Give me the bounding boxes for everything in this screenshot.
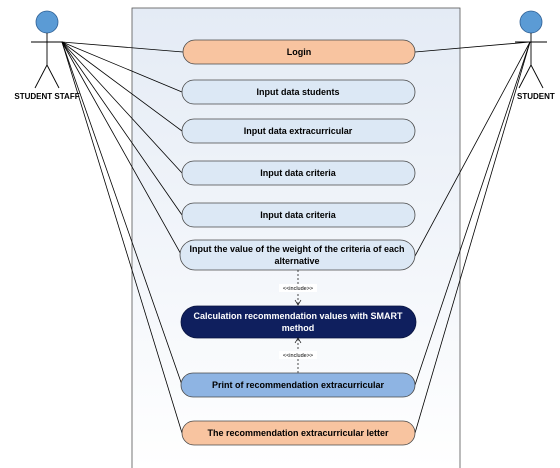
usecase-login-label: Login: [287, 47, 312, 57]
usecase-calculation-smart-label-line2: method: [282, 323, 315, 333]
usecase-input-criteria-1-label: Input data criteria: [260, 168, 337, 178]
left-actor-associations: [61, 41, 184, 434]
usecase-input-students-label: Input data students: [257, 87, 340, 97]
actor-head-icon: [519, 10, 543, 34]
assoc-student-print: [414, 41, 531, 386]
usecase-calculation-smart-label-line1: Calculation recommendation values with S…: [193, 311, 403, 321]
assoc-staff-input-extracurricular: [61, 41, 183, 132]
usecase-input-criteria-1[interactable]: Input data criteria: [181, 160, 416, 186]
assoc-student-login: [414, 41, 531, 53]
actor-student: STUDENT: [515, 10, 555, 101]
usecase-input-weight[interactable]: Input the value of the weight of the cri…: [179, 239, 416, 271]
include-relation-upper: <<include>>: [279, 270, 317, 306]
assoc-staff-weight: [61, 41, 183, 257]
assoc-staff-input-criteria-1: [61, 41, 183, 174]
assoc-staff-print: [61, 41, 183, 386]
assoc-student-weight: [414, 41, 531, 257]
usecase-calculation-smart[interactable]: Calculation recommendation values with S…: [180, 305, 417, 339]
include-label-lower: <<include>>: [283, 353, 313, 359]
actor-student-staff: STUDENT STAFF: [14, 10, 80, 101]
usecase-input-extracurricular[interactable]: Input data extracurricular: [181, 118, 416, 144]
usecase-print-recommendation[interactable]: Print of recommendation extracurricular: [180, 372, 416, 398]
include-relation-lower: <<include>>: [279, 337, 317, 373]
include-label-upper: <<include>>: [283, 286, 313, 292]
usecase-input-criteria-2[interactable]: Input data criteria: [181, 202, 416, 228]
usecase-input-students[interactable]: Input data students: [181, 79, 416, 105]
assoc-staff-login: [61, 41, 184, 53]
usecase-input-weight-label-line2: alternative: [274, 256, 319, 266]
assoc-staff-input-students: [61, 41, 183, 93]
usecase-input-extracurricular-label: Input data extracurricular: [244, 126, 353, 136]
usecase-input-weight-label-line1: Input the value of the weight of the cri…: [189, 244, 404, 254]
usecase-recommendation-letter-label: The recommendation extracurricular lette…: [207, 428, 389, 438]
usecase-print-recommendation-label: Print of recommendation extracurricular: [212, 380, 385, 390]
usecase-input-criteria-2-label: Input data criteria: [260, 210, 337, 220]
right-actor-associations: [414, 41, 531, 434]
assoc-staff-input-criteria-2: [61, 41, 183, 216]
system-boundary: [131, 7, 461, 468]
assoc-staff-letter: [61, 41, 183, 434]
actor-label-student: STUDENT: [517, 92, 555, 101]
usecase-login[interactable]: Login: [182, 39, 416, 65]
usecase-recommendation-letter[interactable]: The recommendation extracurricular lette…: [181, 420, 416, 446]
assoc-student-letter: [414, 41, 531, 434]
actor-head-icon: [35, 10, 59, 34]
actor-label-student-staff: STUDENT STAFF: [14, 92, 79, 101]
